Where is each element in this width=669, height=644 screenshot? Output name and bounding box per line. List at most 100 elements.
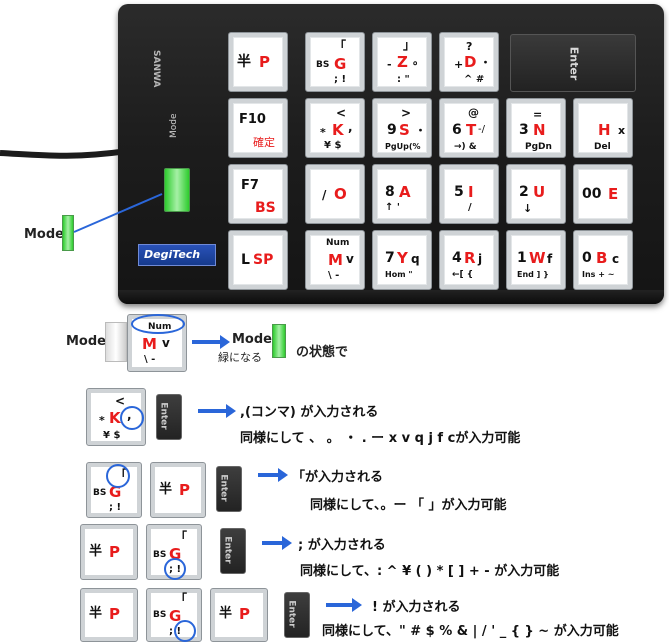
legend-key-bot: \ -: [144, 354, 156, 365]
key-m-num[interactable]: Num M v \ -: [305, 230, 365, 290]
key-bot: Hom ": [385, 270, 413, 279]
key-label-red: Z: [397, 53, 408, 71]
key-s[interactable]: > 9 S ・ PgUp(%: [372, 98, 432, 158]
ex4-enter-label: Enter: [286, 600, 297, 628]
legend-green-switch: [272, 324, 286, 358]
ex4-key-red2: G: [169, 607, 182, 625]
ex1-arrow: [198, 404, 236, 418]
ex2-key-bot: ; !: [109, 502, 122, 513]
key-num: 7: [385, 250, 395, 266]
key-top: =: [533, 108, 543, 121]
key-f7[interactable]: F7 BS: [228, 164, 288, 224]
key-d[interactable]: ? + D ・ ^ #: [439, 32, 499, 92]
ex4-line2: 同様にして、" # $ % & | / ' _ { } ~ が入力可能: [322, 624, 619, 639]
key-num: 2: [519, 184, 529, 200]
key-sub: 確定: [253, 136, 275, 149]
key-bot: : ": [397, 74, 410, 85]
key-bot: ¥ $: [324, 140, 342, 151]
ex3-enter-label: Enter: [222, 536, 233, 564]
mode-switch[interactable]: [164, 168, 190, 212]
key-o[interactable]: / O: [305, 164, 365, 224]
key-label-red: O: [334, 185, 347, 203]
key-u[interactable]: 2 U ↓: [506, 164, 566, 224]
key-num: 1: [517, 250, 527, 266]
legend-gray-switch: [105, 322, 127, 362]
key-r[interactable]: 4 R j ←[ {: [439, 230, 499, 290]
ex2-arrow: [258, 468, 288, 482]
key-a[interactable]: 8 A ↑ ': [372, 164, 432, 224]
legend-green-note: 緑になる: [218, 351, 262, 364]
ex2-enter-key: Enter: [216, 466, 242, 512]
key-bot: PgDn: [525, 142, 552, 152]
ex3-key-red2: G: [169, 545, 182, 563]
key-b[interactable]: 0 B c Ins + ~: [573, 230, 633, 290]
key-t[interactable]: @ 6 T -/ →) &: [439, 98, 499, 158]
enter-label: Enter: [567, 46, 581, 81]
legend-state-text: の状態で: [296, 345, 349, 360]
key-num: 4: [452, 250, 462, 266]
ex2-key-main: 半: [159, 482, 173, 497]
key-n[interactable]: = 3 N PgDn: [506, 98, 566, 158]
key-right: c: [612, 252, 620, 266]
key-label-red: K: [332, 121, 344, 139]
ex4-enter-key: Enter: [284, 592, 310, 638]
key-k[interactable]: < * K , ¥ $: [305, 98, 365, 158]
key-label: F7: [241, 178, 259, 193]
ex4-key-red3: P: [239, 605, 250, 623]
key-bot: Ins + ~: [582, 270, 615, 279]
key-label-red: M: [328, 251, 343, 269]
key-f10[interactable]: F10 確定: [228, 98, 288, 158]
key-right: v: [346, 252, 354, 266]
key-right: ・: [415, 124, 426, 137]
key-half-p[interactable]: 半 P: [228, 32, 288, 92]
key-label-red: B: [596, 249, 608, 267]
ex2-key-half: 半 P: [150, 462, 206, 518]
key-label-red: D: [464, 53, 477, 71]
key-bot: ; !: [334, 74, 347, 85]
key-right: ,: [348, 120, 353, 134]
key-label-red: Y: [397, 249, 408, 267]
key-z[interactable]: 」 - Z 。 : ": [372, 32, 432, 92]
ex4-arrow: [326, 598, 362, 612]
ex4-key-half2: 半 P: [210, 588, 268, 642]
key-bot: →) &: [454, 142, 477, 152]
key-e[interactable]: 00 E: [573, 164, 633, 224]
ex1-key-bot: ¥ $: [103, 430, 121, 441]
key-left: *: [320, 126, 326, 139]
key-w[interactable]: 1 W f End ] }: [506, 230, 566, 290]
ex4-key-red: P: [109, 605, 120, 623]
degitech-logo: DegiTech: [138, 244, 216, 266]
key-num: 3: [519, 122, 529, 138]
key-bot: PgUp(%: [385, 142, 421, 151]
key-top: 」: [403, 38, 416, 52]
legend-arrow: [192, 335, 230, 349]
key-top: @: [468, 106, 479, 119]
key-top: <: [336, 106, 347, 120]
key-g[interactable]: 「 BS G ; !: [305, 32, 365, 92]
key-l-sp[interactable]: L SP: [228, 230, 288, 290]
key-label-red: N: [533, 121, 546, 139]
legend-mode-right: Mode: [232, 332, 272, 347]
key-enter[interactable]: Enter: [510, 34, 636, 92]
key-label-red: U: [533, 183, 546, 201]
key-label-red: E: [608, 185, 619, 203]
key-i[interactable]: 5 I /: [439, 164, 499, 224]
ex3-key-g: 「 BS G ; !: [146, 524, 202, 580]
ex1-enter-key: Enter: [156, 394, 182, 440]
key-num: 9: [387, 122, 397, 138]
callout-mode-label: Mode: [24, 227, 64, 242]
usb-cable: [0, 148, 129, 159]
key-h[interactable]: H x Del: [573, 98, 633, 158]
key-label: F10: [239, 112, 266, 127]
key-bot: ←[ {: [452, 270, 474, 280]
key-label-red: BS: [255, 200, 276, 216]
key-top: ?: [466, 40, 473, 53]
ex1-comma-circle: [120, 406, 144, 430]
key-top: Num: [326, 238, 350, 248]
key-num: 0: [582, 250, 592, 266]
ex2-key-red2: P: [179, 481, 190, 499]
key-y[interactable]: 7 Y q Hom ": [372, 230, 432, 290]
key-bot: ↑ ': [385, 202, 400, 213]
key-label-red: A: [399, 183, 411, 201]
key-label-red: G: [334, 55, 347, 73]
